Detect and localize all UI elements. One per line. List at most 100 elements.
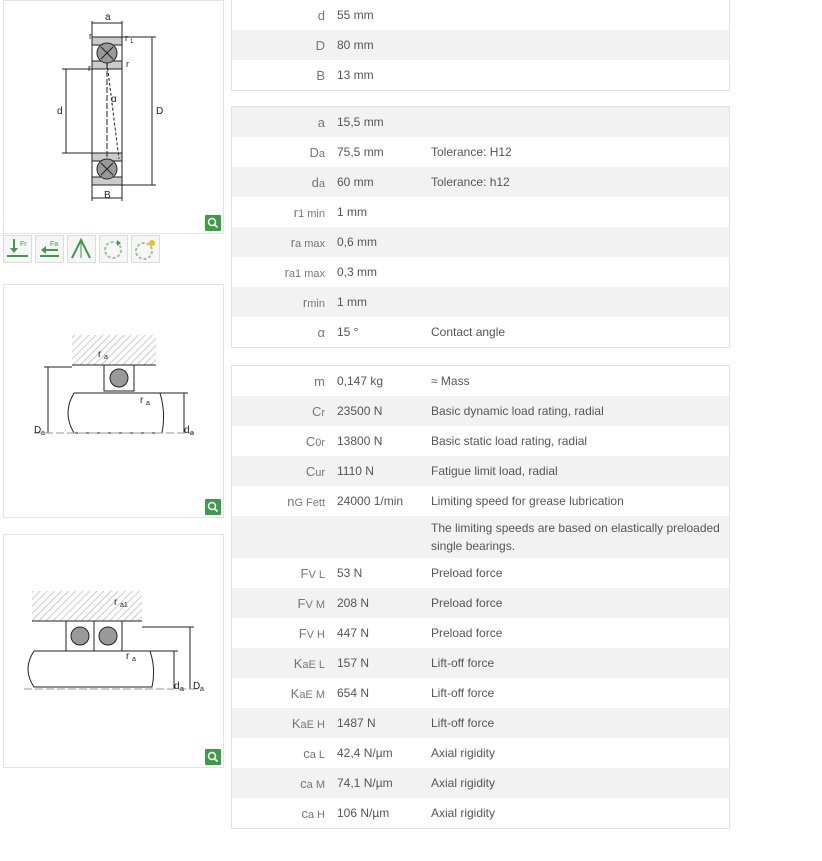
spec-row: The limiting speeds are based on elastic… xyxy=(232,516,729,558)
ra1-label: r xyxy=(114,597,118,608)
spec-symbol-main: r xyxy=(293,204,299,220)
spec-symbol: FV L xyxy=(232,566,331,581)
spec-symbol: C0r xyxy=(232,434,331,449)
spec-description: ≈ Mass xyxy=(431,374,470,388)
spec-symbol: m xyxy=(232,374,331,389)
spec-value: 13 mm xyxy=(337,68,374,82)
spec-row: da 60 mm Tolerance: h12 xyxy=(232,167,729,197)
spec-description: Axial rigidity xyxy=(431,776,496,790)
spec-symbol-main: C xyxy=(305,433,316,449)
spec-symbol: KaE L xyxy=(232,656,331,671)
spec-symbol-sub: aE L xyxy=(302,658,325,671)
speed-icon xyxy=(131,235,160,263)
spec-description: Tolerance: h12 xyxy=(431,175,510,189)
spec-symbol: KaE H xyxy=(232,716,331,731)
spec-symbol: da xyxy=(232,175,331,190)
spec-description: Basic dynamic load rating, radial xyxy=(431,404,604,418)
spec-symbol-main: r xyxy=(302,294,308,310)
spec-symbol: FV M xyxy=(232,596,331,611)
ra-label: r xyxy=(126,651,130,662)
spec-symbol-main: C xyxy=(305,463,316,479)
spec-symbol: Da xyxy=(232,145,331,160)
svg-text:Fa: Fa xyxy=(50,241,58,248)
spec-symbol-main: r xyxy=(284,264,289,280)
spec-description: Fatigue limit load, radial xyxy=(431,464,558,478)
mounting-dimensions-drawing: r a r a D a d a xyxy=(3,284,224,518)
spec-row: m 0,147 kg ≈ Mass xyxy=(232,366,729,396)
zoom-icon[interactable] xyxy=(205,499,221,515)
spec-symbol-main: d xyxy=(317,7,325,23)
spec-description: Tolerance: H12 xyxy=(431,145,512,159)
spec-symbol-sub: a xyxy=(318,177,325,190)
axial-load-icon: Fa xyxy=(35,235,64,263)
Da-label: D xyxy=(193,681,200,692)
spec-symbol: a xyxy=(232,115,331,130)
spec-description: Contact angle xyxy=(431,325,506,339)
svg-text:1: 1 xyxy=(130,39,134,45)
spec-value: 1487 N xyxy=(337,716,376,730)
spec-symbol-sub: min xyxy=(307,297,325,310)
Da-label: D xyxy=(34,425,41,436)
spec-symbol-sub: G Fett xyxy=(294,496,325,509)
spec-row: ra max 0,6 mm xyxy=(232,227,729,257)
dim-r-label: r xyxy=(89,31,92,41)
spec-symbol: r1 min xyxy=(232,205,331,220)
svg-text:a: a xyxy=(200,686,204,693)
spec-symbol-main: F xyxy=(298,625,307,641)
spec-description: Lift-off force xyxy=(431,686,495,700)
spec-symbol: ra1 max xyxy=(232,265,331,280)
svg-text:a: a xyxy=(104,354,108,361)
spec-symbol-sub: a xyxy=(318,147,325,160)
spec-symbol: rmin xyxy=(232,295,331,310)
spec-value: 0,6 mm xyxy=(337,235,378,249)
spec-value: 15 ° xyxy=(337,325,359,339)
spec-symbol-sub: V M xyxy=(305,598,325,611)
da-label: d xyxy=(174,681,180,692)
spec-description: Limiting speed for grease lubrication xyxy=(431,494,624,508)
svg-text:a: a xyxy=(180,686,184,693)
zoom-icon[interactable] xyxy=(205,749,221,765)
da-label: d xyxy=(184,425,190,436)
dim-B-label: B xyxy=(104,190,111,201)
spec-value: 15,5 mm xyxy=(337,115,384,129)
spec-symbol: B xyxy=(232,68,331,83)
spec-row: a 15,5 mm xyxy=(232,107,729,137)
spec-symbol: nG Fett xyxy=(232,494,331,509)
spec-description: Basic static load rating, radial xyxy=(431,434,588,448)
spec-symbol-main: K xyxy=(290,685,300,701)
spec-description: Axial rigidity xyxy=(431,806,496,820)
spec-symbol-sub: r xyxy=(321,406,325,419)
dim-a-label: a xyxy=(105,12,111,23)
spec-symbol-sub: a L xyxy=(309,748,325,761)
svg-text:a: a xyxy=(132,656,136,663)
zoom-icon[interactable] xyxy=(205,215,221,231)
spec-symbol: D xyxy=(232,38,331,53)
spec-symbol: ca L xyxy=(232,746,331,761)
spec-symbol: Cur xyxy=(232,464,331,479)
spec-symbol-main: F xyxy=(297,595,306,611)
spec-symbol-main: C xyxy=(311,403,322,419)
spec-symbol-sub: aE H xyxy=(300,718,325,731)
spec-value: 60 mm xyxy=(337,175,374,189)
feature-icons: Fr Fa xyxy=(3,235,160,263)
spec-value: 0,147 kg xyxy=(337,374,384,388)
spec-symbol: ra max xyxy=(232,235,331,250)
spec-symbol-sub: V L xyxy=(308,568,325,581)
svg-text:r: r xyxy=(88,63,91,73)
spec-symbol-main: r xyxy=(290,234,296,250)
spec-symbol-sub: aE M xyxy=(299,688,325,701)
spec-symbol-sub: ur xyxy=(315,466,325,479)
